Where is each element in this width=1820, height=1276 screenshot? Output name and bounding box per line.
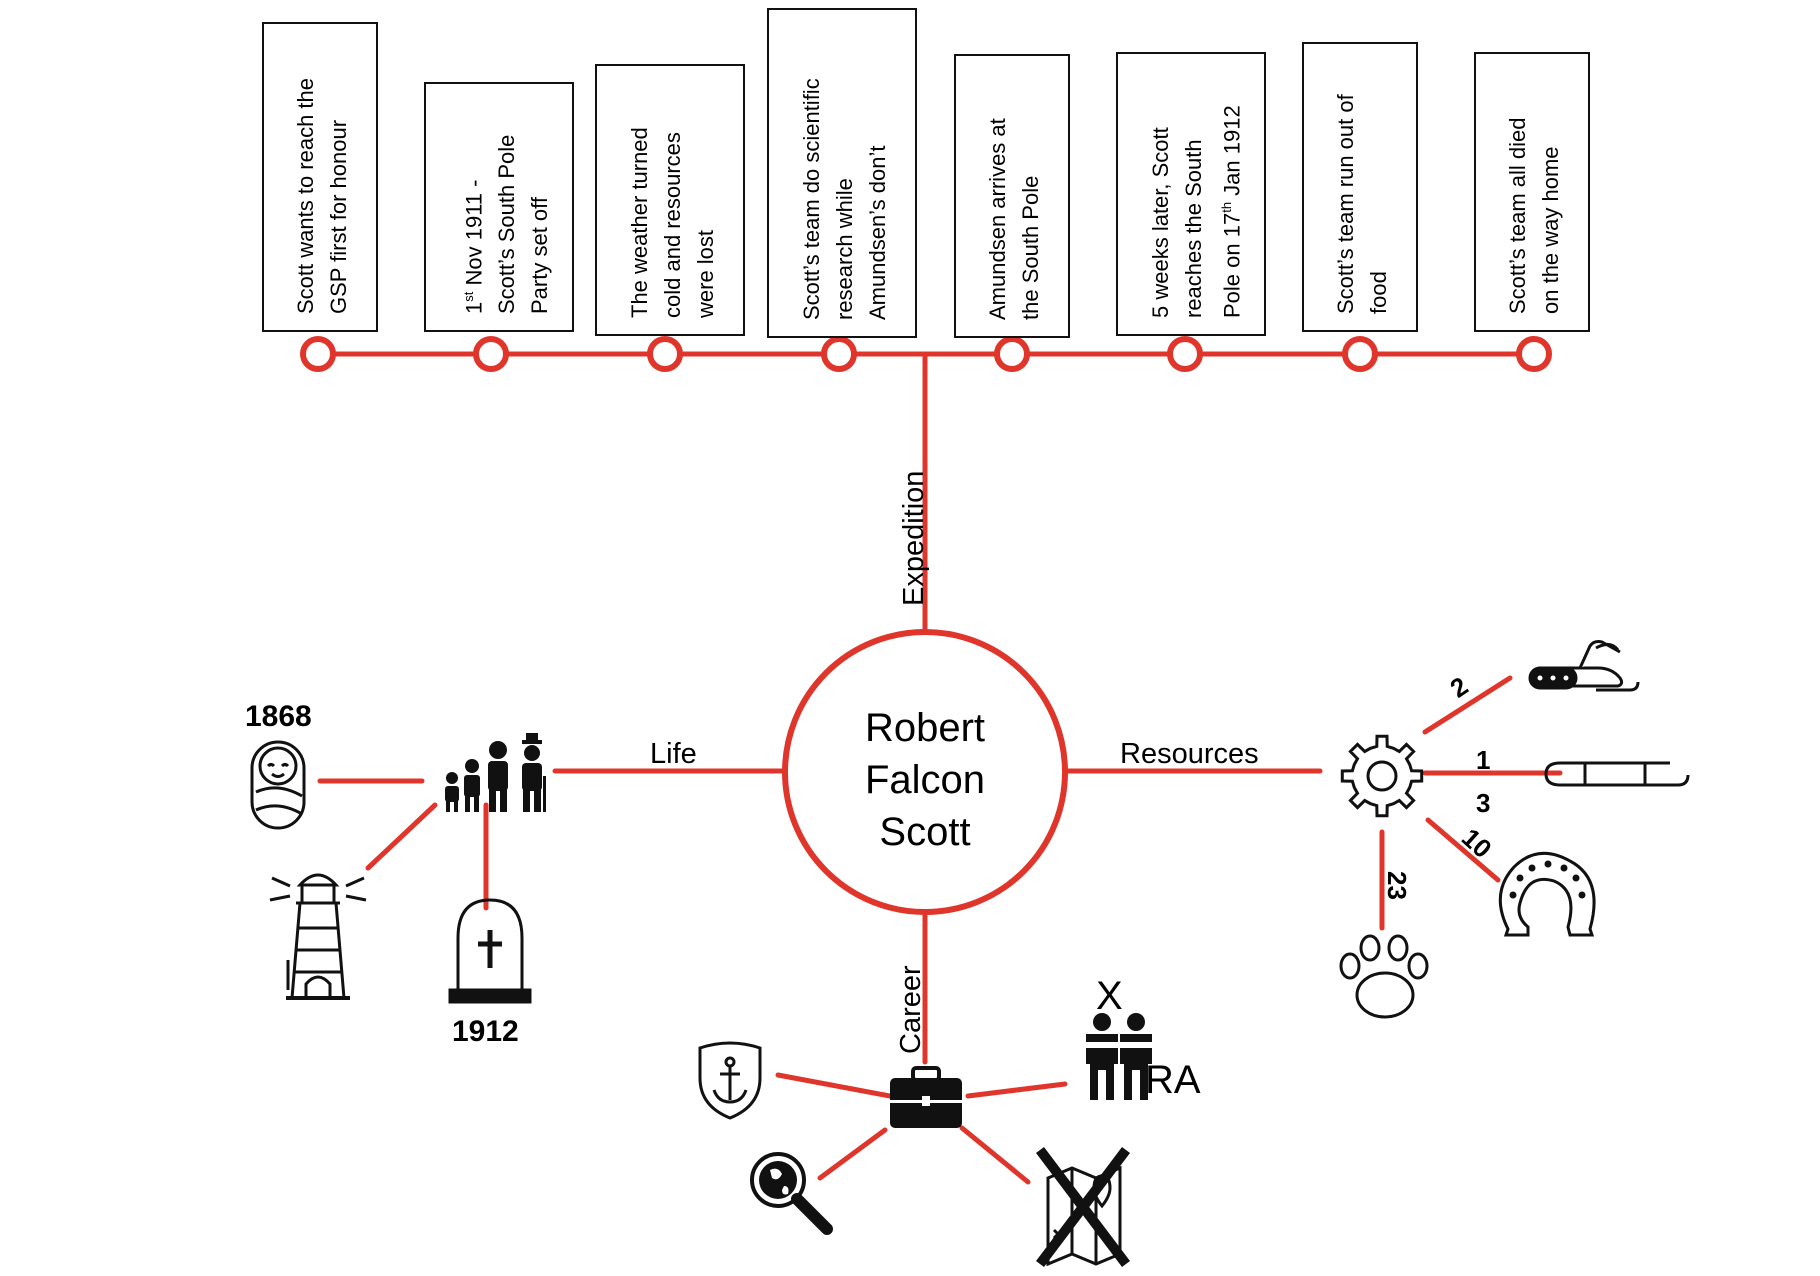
center-name-line: Scott <box>879 810 971 854</box>
center-name-line: Falcon <box>864 758 986 802</box>
timeline-node <box>300 336 336 372</box>
crossed-map-icon <box>1036 1146 1130 1268</box>
navy-anchor-shield-icon <box>698 1041 762 1120</box>
timeline-card-line: food <box>1366 271 1391 314</box>
timeline-card-line: Party set off <box>526 197 552 314</box>
career-map-line <box>959 1125 1031 1185</box>
timeline-card-line: reaches the South <box>1180 139 1206 318</box>
timeline-node <box>821 336 857 372</box>
resources-label: Resources <box>1120 738 1259 770</box>
sledge-count: 1 <box>1476 745 1491 775</box>
timeline-card-line: were lost <box>692 229 718 318</box>
center-name: Robert Falcon Scott <box>800 702 1050 858</box>
timeline-card-line: Scott’s team do scientific <box>798 78 824 320</box>
career-ra-line <box>965 1081 1068 1099</box>
briefcase-icon <box>890 1066 962 1128</box>
timeline-node <box>1167 336 1203 372</box>
timeline-card: Amundsen arrives at the South Pole <box>954 54 1070 338</box>
snowmobile-icon <box>1528 640 1640 692</box>
timeline-card-line: Scott’s South Pole <box>493 134 519 314</box>
expedition-label: Expedition <box>898 470 930 606</box>
timeline-card: 5 weeks later, Scott reaches the South Pol… <box>1116 52 1266 336</box>
timeline-card-line: GSP first for honour <box>326 119 351 314</box>
birth-year: 1868 <box>245 700 312 733</box>
res-horse-line <box>1425 817 1501 883</box>
career-label: Career <box>895 965 927 1054</box>
timeline-card: Scott’s team run out of food <box>1302 42 1418 332</box>
royal-academy-text: RA <box>1145 1058 1201 1102</box>
timeline-node <box>473 336 509 372</box>
timeline-node <box>994 336 1030 372</box>
timeline-card-line: Amundsen’s don’t <box>864 145 890 321</box>
two-men-icon <box>1086 1013 1152 1100</box>
lighthouse-icon <box>269 873 367 1000</box>
timeline-card-line: Amundsen arrives at <box>985 118 1010 320</box>
timeline-card-line: 5 weeks later, Scott <box>1147 127 1173 318</box>
timeline-card-line: on the way home <box>1538 146 1563 314</box>
timeline-nodes <box>300 336 1552 372</box>
timeline-card: Scott’s team all died on the way home <box>1474 52 1590 332</box>
timeline-card: 1st Nov 1911 - Scott’s South Pole Party se… <box>424 82 574 332</box>
timeline-node <box>1342 336 1378 372</box>
horseshoe-icon <box>1498 851 1596 937</box>
life-lighthouse-line <box>365 802 438 871</box>
baby-icon <box>250 740 306 830</box>
life-label: Life <box>650 738 697 770</box>
timeline-card-line: the South Pole <box>1018 175 1043 320</box>
family-icon <box>445 733 546 812</box>
career-magnifier-line <box>817 1127 888 1181</box>
timeline-card-line: The weather turned <box>626 127 652 318</box>
timeline-node <box>1516 336 1552 372</box>
timeline-card-line: 1st Nov 1911 - <box>460 179 486 314</box>
sledge-icon <box>1544 761 1690 787</box>
gravestone-icon <box>448 898 532 1004</box>
timeline-card: Scott’s team do scientific research while… <box>767 8 917 338</box>
death-year: 1912 <box>452 1015 519 1048</box>
center-name-line: Robert <box>864 706 986 750</box>
gear-icon <box>1340 734 1424 818</box>
timeline-card-line: research while <box>831 178 857 320</box>
timeline-card-line: Scott’s team run out of <box>1333 94 1358 314</box>
exploration-magnifier-icon <box>750 1152 833 1235</box>
timeline-node <box>647 336 683 372</box>
dog-count: 23 <box>1381 871 1412 900</box>
timeline-card: The weather turned cold and resources were… <box>595 64 745 336</box>
timeline-card-line: Pole on 17th Jan 1912 <box>1218 105 1244 318</box>
paw-icon <box>1339 934 1429 1019</box>
timeline-card-line: Scott’s team all died <box>1505 117 1530 314</box>
timeline-card-line: cold and resources <box>659 132 685 318</box>
two-men-x-mark: X <box>1096 974 1123 1018</box>
timeline-card-line: Scott wants to reach the <box>293 77 318 314</box>
res-snowmobile-line <box>1422 675 1513 735</box>
career-anchor-line <box>775 1072 893 1099</box>
timeline-card: Scott wants to reach the GSP first for ho… <box>262 22 378 332</box>
sledge-count-b: 3 <box>1476 788 1491 818</box>
